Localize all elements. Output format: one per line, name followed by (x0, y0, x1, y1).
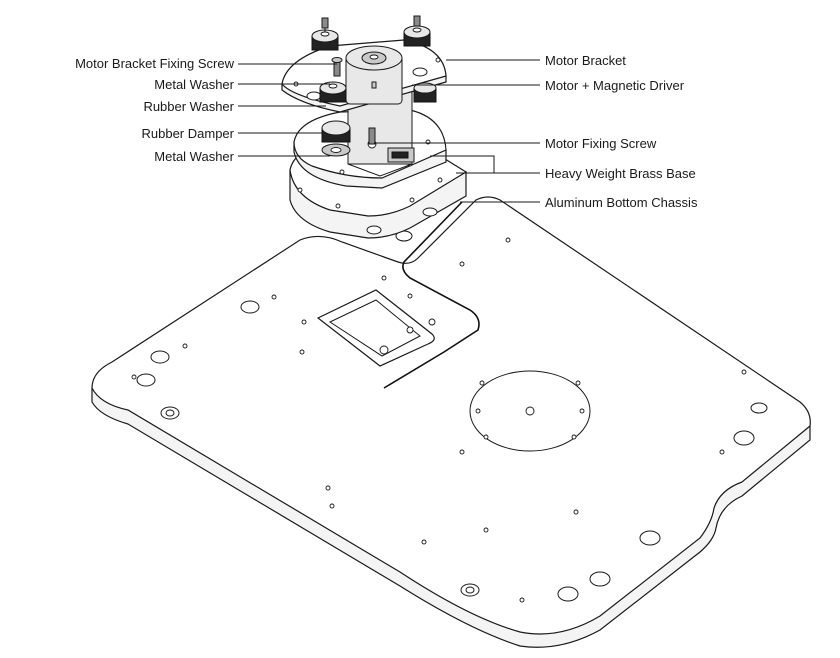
label-motor-magnetic-driver: Motor + Magnetic Driver (545, 78, 685, 93)
label-motor-bracket: Motor Bracket (545, 53, 626, 68)
chassis-top-surface (91, 196, 811, 635)
aluminum-bottom-chassis (91, 196, 811, 648)
label-motor-bracket-fixing-screw: Motor Bracket Fixing Screw (75, 56, 235, 71)
label-motor-fixing-screw: Motor Fixing Screw (545, 136, 657, 151)
label-heavy-weight-brass-base: Heavy Weight Brass Base (545, 166, 696, 181)
leader-lines (238, 59, 540, 203)
label-metal-washer-bottom: Metal Washer (154, 149, 234, 164)
callout-labels: Motor Bracket Fixing Screw Metal Washer … (75, 53, 698, 210)
bracket-isolators (311, 15, 437, 103)
label-metal-washer-top: Metal Washer (154, 77, 234, 92)
label-aluminum-bottom-chassis: Aluminum Bottom Chassis (545, 195, 698, 210)
label-rubber-damper: Rubber Damper (142, 126, 235, 141)
label-rubber-washer: Rubber Washer (143, 99, 234, 114)
rubber-damper (321, 120, 351, 157)
